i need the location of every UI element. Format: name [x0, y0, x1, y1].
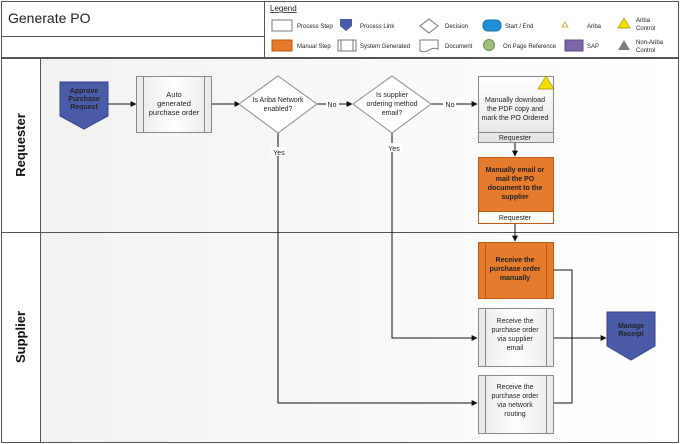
ariba-control-icon — [537, 75, 555, 90]
node-manually-download-role: Requester — [499, 135, 532, 142]
legend-process-link-label: Process Link — [360, 24, 395, 30]
legend-ariba-control-icon — [617, 17, 631, 29]
legend-start-end-label: Start / End — [505, 24, 533, 30]
legend-title: Legend — [270, 4, 297, 13]
page-title: Generate PO — [8, 10, 91, 26]
edge-labels: No No Yes Yes — [271, 99, 456, 157]
legend-document-label: Document — [445, 44, 473, 50]
edge-email-yes — [391, 133, 478, 341]
edge-receive-manual-to-manage — [554, 269, 573, 338]
legend-on-page-reference-label: On Page Reference — [503, 44, 557, 50]
legend-sap-icon — [564, 39, 584, 52]
legend-manual-step-label: Manual Step — [297, 44, 331, 50]
legend-ariba-label: Ariba — [587, 24, 602, 30]
lane-title-supplier: Supplier — [13, 311, 28, 363]
node-manually-email-role: Requester — [499, 215, 532, 222]
edge-receive-network-to-manage — [554, 338, 573, 404]
header: Generate PO — [1, 1, 265, 58]
legend-decision-icon — [419, 18, 439, 34]
legend-system-generated-icon — [337, 39, 357, 52]
legend-process-link-icon — [340, 19, 352, 31]
legend-non-ariba-control-icon — [618, 40, 630, 50]
legend-manual-step-icon — [271, 39, 293, 52]
legend-sap-label: SAP — [587, 44, 599, 50]
lane-title-requester: Requester — [13, 113, 28, 177]
legend-process-step-label: Process Step — [297, 24, 333, 30]
legend-system-generated-label: System Generated — [360, 44, 410, 50]
edge-label-yes-email: Yes — [388, 146, 400, 153]
edge-label-no-ariba: No — [328, 102, 337, 109]
edge-label-yes-ariba: Yes — [273, 150, 285, 157]
edge-ariba-yes — [277, 133, 478, 406]
legend-decision-label: Decision — [445, 24, 468, 30]
edge-label-no-email: No — [446, 102, 455, 109]
legend-document-icon — [419, 39, 439, 53]
legend-process-step-icon — [271, 19, 293, 32]
legend: Legend Process Step Process Link Decisio… — [264, 1, 679, 58]
legend-on-page-reference-icon — [483, 39, 495, 51]
legend-start-end-icon — [482, 19, 502, 32]
legend-ariba-icon — [561, 21, 569, 28]
